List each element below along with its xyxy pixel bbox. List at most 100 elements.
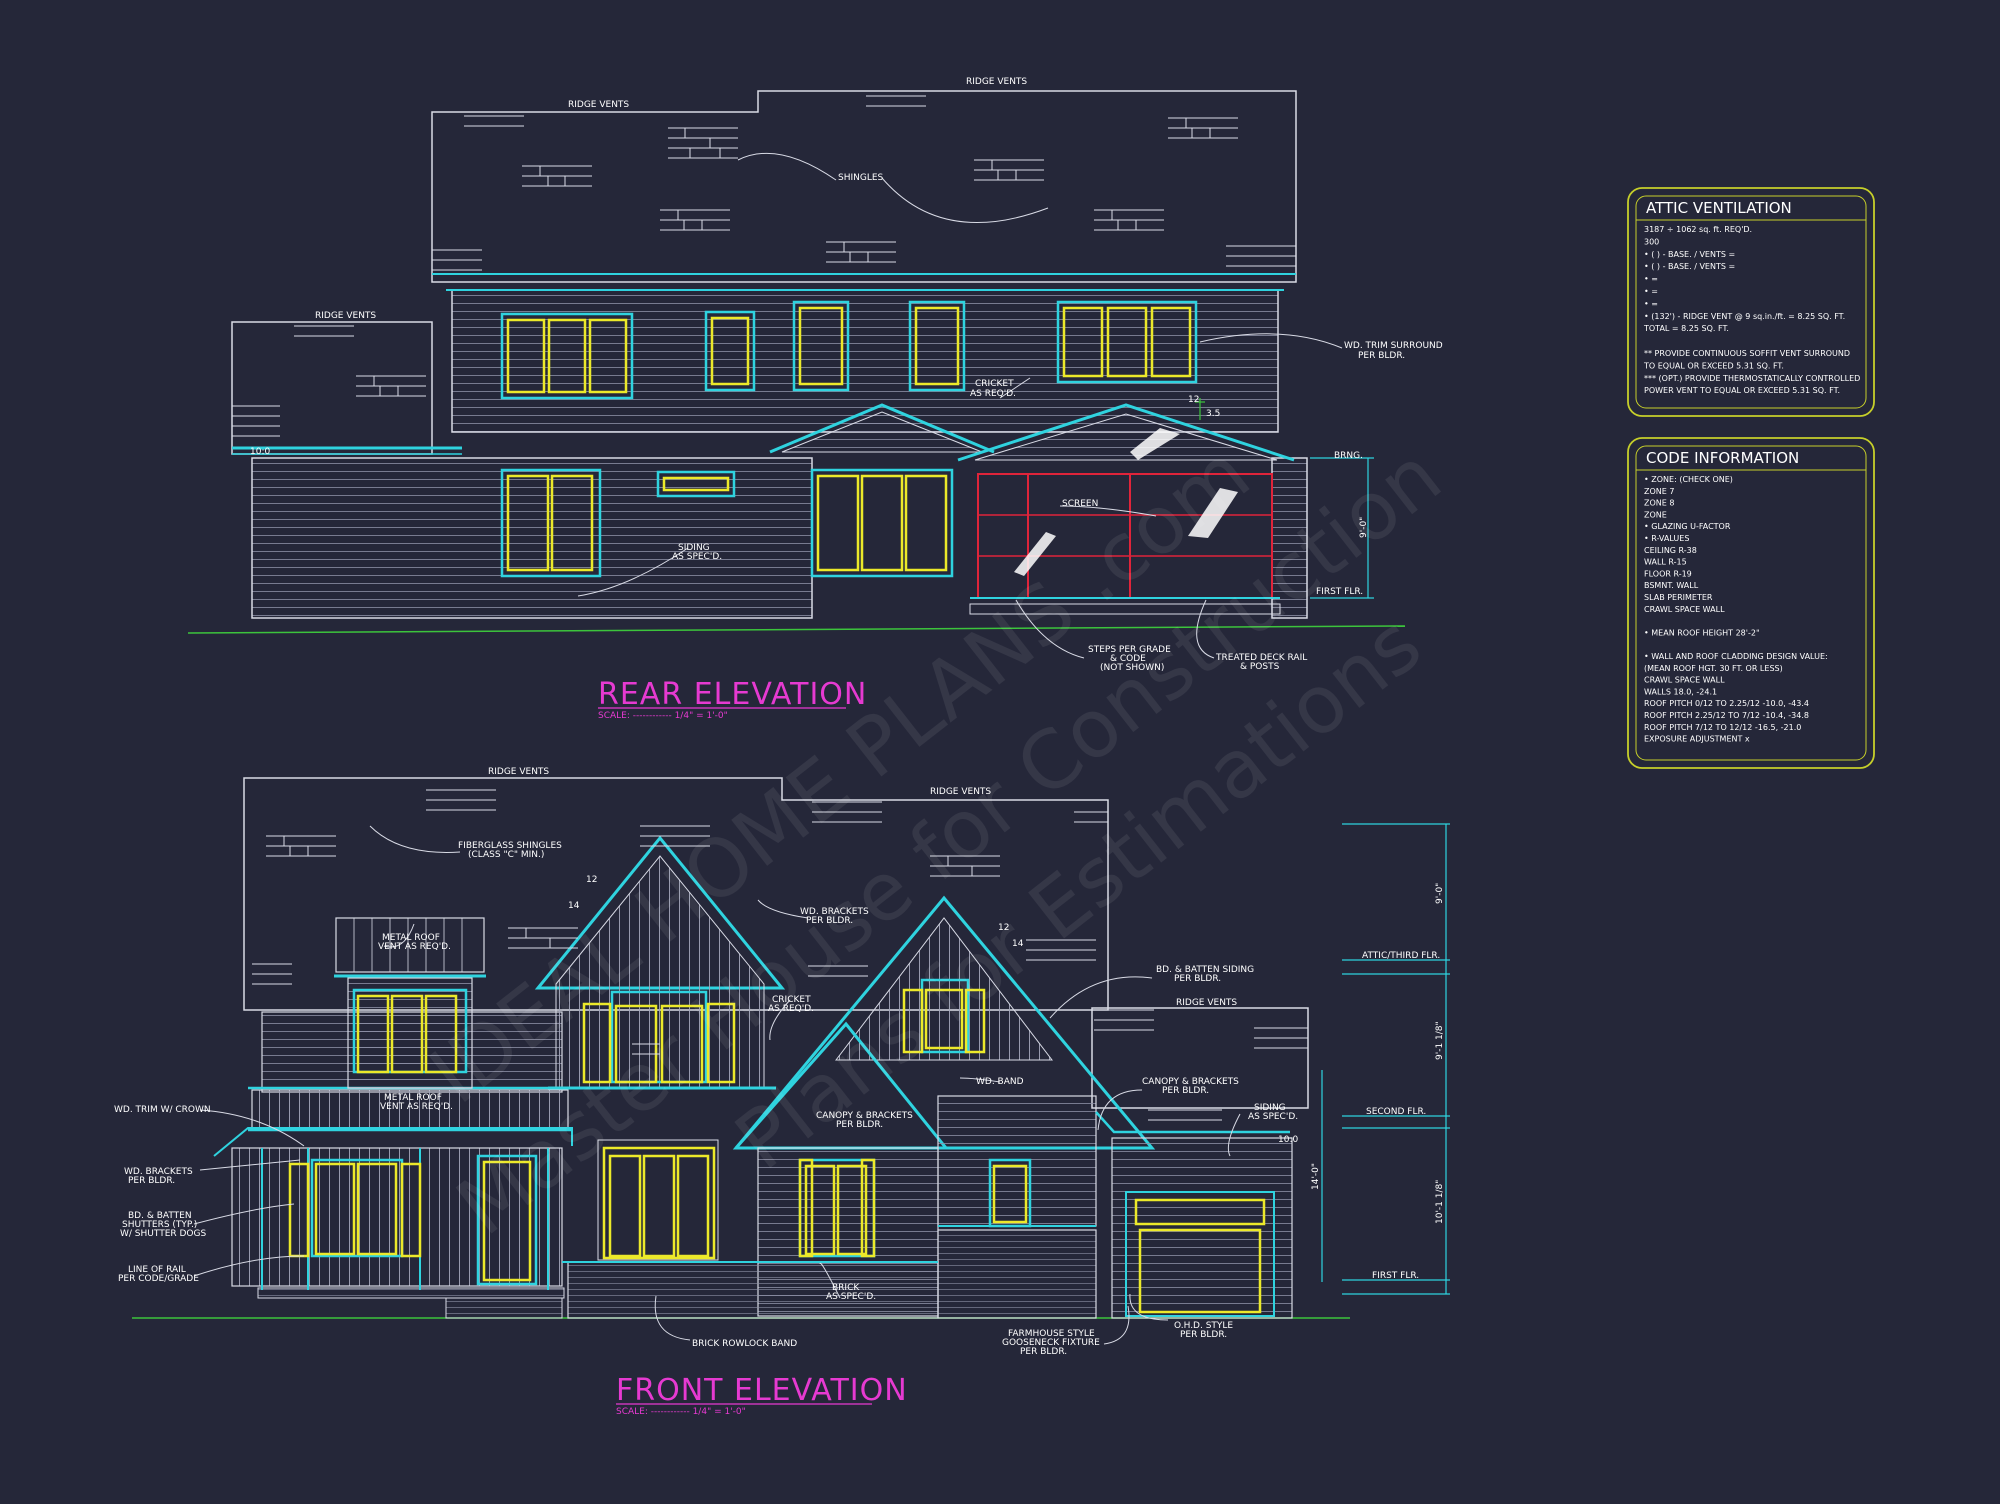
front-note-brick-2: AS SPEC'D. bbox=[826, 1292, 876, 1302]
front-note-wd-brk-left-2: PER BLDR. bbox=[128, 1176, 175, 1186]
front-leaders bbox=[193, 825, 1241, 1345]
front-level-first: FIRST FLR. bbox=[1372, 1271, 1419, 1281]
front-dimensions bbox=[1321, 823, 1450, 1295]
rear-dimension bbox=[1195, 398, 1374, 599]
rear-pitch-2: 3.5 bbox=[1206, 409, 1220, 419]
front-elevation-title: FRONT ELEVATION bbox=[616, 1373, 908, 1408]
rear-windows bbox=[500, 300, 1198, 578]
code-line: • GLAZING U-FACTOR bbox=[1644, 522, 1731, 531]
front-shingle-glyphs bbox=[252, 789, 1308, 1121]
front-note-canopy-1b: PER BLDR. bbox=[1162, 1086, 1209, 1096]
front-pitch-b: 14 bbox=[568, 901, 580, 911]
code-line: CRAWL SPACE WALL bbox=[1644, 605, 1725, 614]
attic-line: POWER VENT TO EQUAL OR EXCEED 5.31 SQ. F… bbox=[1644, 386, 1840, 395]
code-information-lines: • ZONE: (CHECK ONE) ZONE 7 ZONE 8 ZONE• … bbox=[1644, 475, 1828, 744]
front-note-fiberglass: FIBERGLASS SHINGLES bbox=[458, 841, 562, 851]
attic-line: • (132') - RIDGE VENT @ 9 sq.in./ft. = 8… bbox=[1644, 312, 1845, 321]
front-dim-9: 9'-0" bbox=[1435, 883, 1445, 904]
front-note-farmhouse-2: GOOSENECK FIXTURE bbox=[1002, 1338, 1100, 1348]
rear-elevation: RIDGE VENTS RIDGE VENTS RIDGE VENTS SHIN… bbox=[187, 77, 1443, 721]
attic-line: • = bbox=[1644, 275, 1658, 284]
code-line: WALL R-15 bbox=[1644, 558, 1687, 567]
front-note-cricket-2: AS REQ'D. bbox=[768, 1004, 814, 1014]
rear-left-roof bbox=[231, 321, 433, 455]
code-line: (MEAN ROOF HGT. 30 FT. OR LESS) bbox=[1644, 664, 1783, 673]
rear-note-cricket-2: AS REQ'D. bbox=[970, 389, 1016, 399]
attic-line: • ( ) - BASE. / VENTS = bbox=[1644, 250, 1735, 259]
front-note-bd-batten-2: PER BLDR. bbox=[1174, 974, 1221, 984]
front-dim-14: 14'-0" bbox=[1311, 1163, 1321, 1190]
front-note-metal-roof-1: METAL ROOF bbox=[382, 933, 440, 943]
attic-line: *** (OPT.) PROVIDE THERMOSTATICALLY CONT… bbox=[1644, 374, 1860, 383]
rear-note-brng: BRNG. bbox=[1334, 451, 1363, 461]
front-note-shutters-3: W/ SHUTTER DOGS bbox=[120, 1229, 206, 1239]
attic-ventilation-title: ATTIC VENTILATION bbox=[1646, 199, 1792, 217]
code-line: ROOF PITCH 7/12 TO 12/12 -16.5, -21.0 bbox=[1644, 723, 1801, 732]
rear-leaders bbox=[577, 152, 1343, 659]
rear-dim-height: 9'-0" bbox=[1359, 517, 1369, 538]
rear-note-deck-2: & POSTS bbox=[1240, 662, 1280, 672]
rear-ground-line bbox=[187, 625, 1406, 634]
rear-note-siding: SIDING bbox=[678, 543, 710, 553]
front-note-ohd: O.H.D. STYLE bbox=[1174, 1321, 1233, 1331]
front-note-metal-roof-2b: VENT AS REQ'D. bbox=[380, 1102, 453, 1112]
front-note-ridge-vents-a: RIDGE VENTS bbox=[488, 767, 549, 777]
front-note-brick: BRICK bbox=[832, 1283, 860, 1293]
front-dim-12: 9'-1 1/8" bbox=[1435, 1021, 1445, 1060]
front-windows bbox=[288, 978, 1266, 1314]
code-line: CRAWL SPACE WALL bbox=[1644, 676, 1725, 685]
front-roof-outline bbox=[243, 777, 1109, 1011]
code-line: • MEAN ROOF HEIGHT 28'-2" bbox=[1644, 628, 1760, 637]
rear-note-shingles: SHINGLES bbox=[838, 173, 884, 183]
front-dim-1010: 10:0 bbox=[1278, 1135, 1298, 1145]
front-note-rail: LINE OF RAIL bbox=[128, 1265, 186, 1275]
front-note-wd-brackets-2: PER BLDR. bbox=[806, 916, 853, 926]
front-garage-door-frame bbox=[1125, 1191, 1275, 1317]
rear-note-wd-trim: WD. TRIM SURROUND bbox=[1344, 341, 1443, 351]
rear-shingle-glyphs bbox=[232, 95, 1296, 437]
rear-gable-porch bbox=[957, 403, 1295, 462]
code-line: ZONE 7 bbox=[1644, 487, 1674, 496]
front-note-farmhouse: FARMHOUSE STYLE bbox=[1008, 1329, 1095, 1339]
code-line: • ZONE: (CHECK ONE) bbox=[1644, 475, 1733, 484]
attic-ventilation-lines: 3187 ÷ 1062 sq. ft. REQ'D.300• ( ) - BAS… bbox=[1643, 225, 1860, 395]
front-note-farmhouse-3: PER BLDR. bbox=[1020, 1347, 1067, 1357]
code-line: WALLS 18.0, -24.1 bbox=[1644, 687, 1717, 696]
front-level-second: SECOND FLR. bbox=[1366, 1107, 1426, 1117]
rear-elevation-scale: SCALE: ------------ 1/4" = 1'-0" bbox=[598, 711, 728, 721]
front-note-rail-2: PER CODE/GRADE bbox=[118, 1274, 199, 1284]
rear-note-ridge-vents-main: RIDGE VENTS bbox=[568, 100, 629, 110]
rear-note-steps-2: & CODE bbox=[1110, 654, 1146, 664]
attic-line: ** PROVIDE CONTINUOUS SOFFIT VENT SURROU… bbox=[1644, 349, 1850, 358]
front-note-canopy-2b: PER BLDR. bbox=[836, 1120, 883, 1130]
front-note-canopy-1: CANOPY & BRACKETS bbox=[1142, 1077, 1239, 1087]
rear-note-steps: STEPS PER GRADE bbox=[1088, 645, 1171, 655]
code-line: EXPOSURE ADJUSTMENT x bbox=[1644, 735, 1750, 744]
front-note-metal-roof-1b: VENT AS REQ'D. bbox=[378, 942, 451, 952]
front-garage-wall bbox=[1111, 1137, 1293, 1319]
front-note-cricket: CRICKET bbox=[772, 995, 811, 1005]
front-note-wd-brackets: WD. BRACKETS bbox=[800, 907, 869, 917]
front-note-ridge-vents-c: RIDGE VENTS bbox=[1176, 998, 1237, 1008]
code-line: SLAB PERIMETER bbox=[1644, 593, 1713, 602]
attic-line: 3187 ÷ 1062 sq. ft. REQ'D. bbox=[1644, 225, 1752, 234]
front-note-siding: SIDING bbox=[1254, 1103, 1286, 1113]
attic-line: • ( ) - BASE. / VENTS = bbox=[1644, 262, 1735, 271]
front-note-ridge-vents-b: RIDGE VENTS bbox=[930, 787, 991, 797]
attic-ventilation-box: ATTIC VENTILATION 3187 ÷ 1062 sq. ft. RE… bbox=[1627, 187, 1875, 417]
front-note-rowlock: BRICK ROWLOCK BAND bbox=[692, 1339, 797, 1349]
front-note-bd-batten: BD. & BATTEN SIDING bbox=[1156, 965, 1254, 975]
front-note-ohd-2: PER BLDR. bbox=[1180, 1330, 1227, 1340]
code-line: ZONE bbox=[1644, 510, 1667, 519]
code-line: FLOOR R-19 bbox=[1644, 569, 1692, 578]
rear-note-ridge-vents-top: RIDGE VENTS bbox=[966, 77, 1027, 87]
code-line: • R-VALUES bbox=[1644, 534, 1689, 543]
attic-line: TO EQUAL OR EXCEED 5.31 SQ. FT. bbox=[1643, 361, 1784, 370]
rear-note-steps-3: (NOT SHOWN) bbox=[1100, 663, 1164, 673]
rear-note-ridge-vents-left: RIDGE VENTS bbox=[315, 311, 376, 321]
rear-gable-small bbox=[769, 403, 995, 454]
front-level-attic: ATTIC/THIRD FLR. bbox=[1362, 951, 1440, 961]
rear-note-cricket: CRICKET bbox=[975, 379, 1014, 389]
